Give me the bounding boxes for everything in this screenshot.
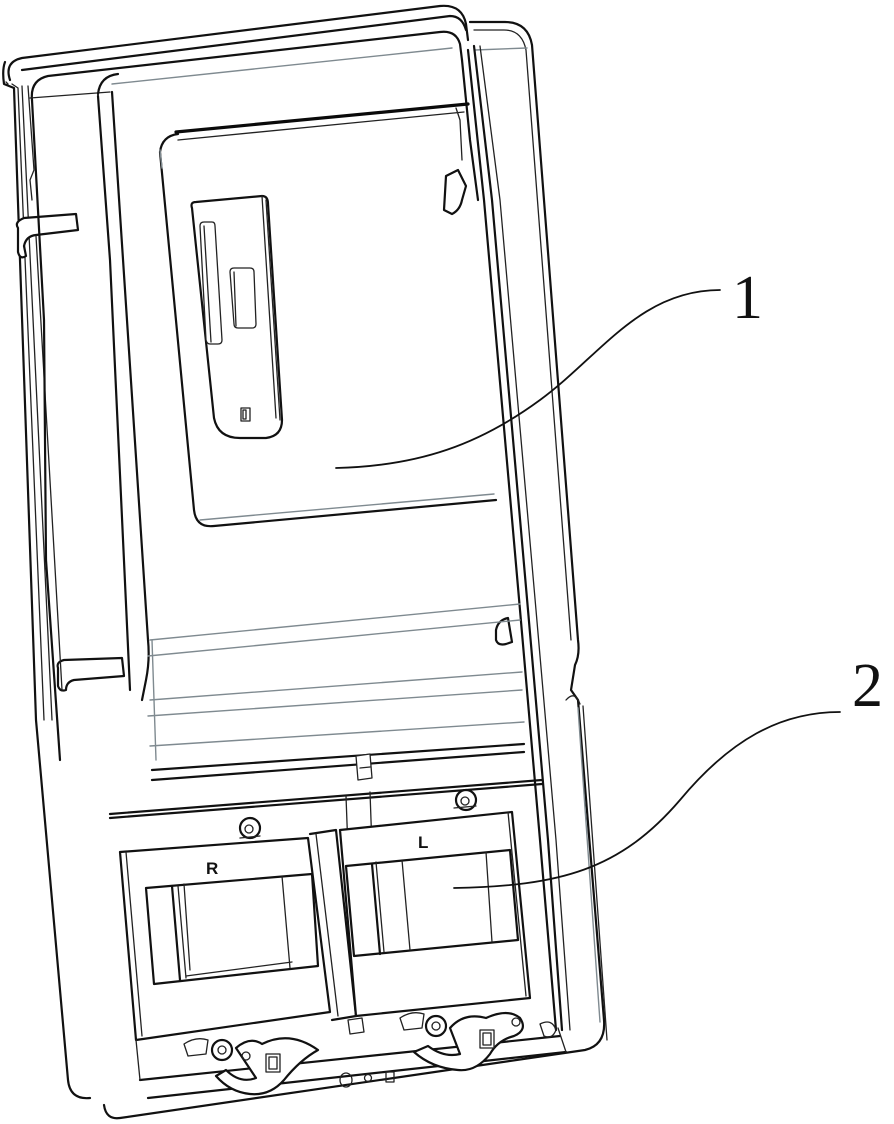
module-label-r: R: [206, 859, 218, 878]
outer-housing: [2, 4, 608, 1120]
leader-lines: [335, 289, 841, 889]
bottom-rail: [135, 1011, 568, 1100]
cam-right: [399, 1011, 557, 1072]
terminal-module-r: R: [118, 816, 332, 1042]
hanging-bracket: [190, 194, 284, 440]
leader-line-1: [335, 289, 721, 469]
leader-line-2: [453, 711, 841, 889]
inner-tray: [29, 30, 571, 1032]
cam-left: [183, 1037, 320, 1096]
indicator-round-icon: [339, 1072, 353, 1088]
reference-numeral-2: 2: [852, 652, 883, 720]
indicator-group: [339, 1071, 395, 1088]
module-divider: [308, 828, 358, 1022]
terminal-module-l: L: [338, 788, 532, 1018]
mounting-plate: [158, 102, 498, 528]
indicator-square-icon: [385, 1071, 395, 1083]
reference-numeral-1: 1: [732, 264, 763, 332]
module-label-l: L: [418, 833, 428, 852]
indicator-dot-icon: [363, 1073, 373, 1083]
